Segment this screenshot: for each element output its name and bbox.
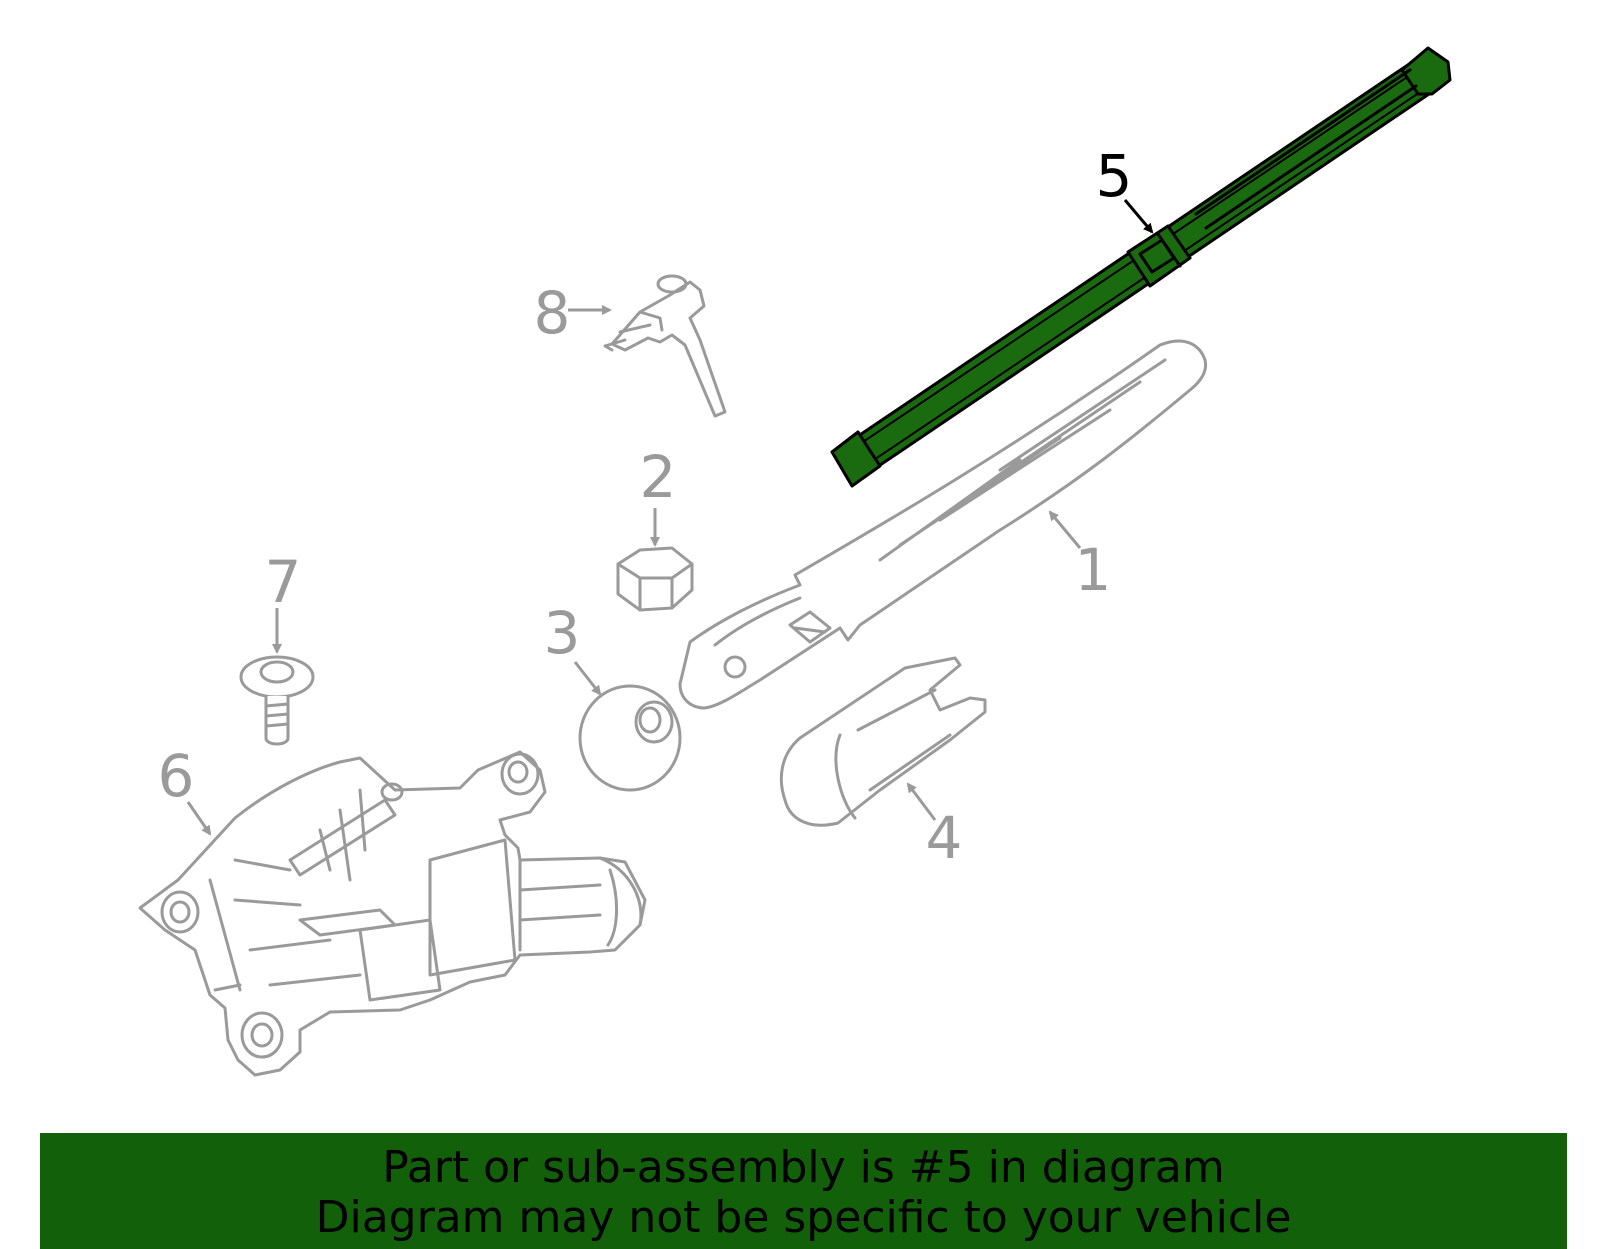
callout-6: 6 xyxy=(158,742,195,810)
callout-2: 2 xyxy=(640,443,677,511)
notice-banner: Part or sub-assembly is #5 in diagram Di… xyxy=(40,1133,1567,1249)
leader-4 xyxy=(906,782,937,821)
callout-5: 5 xyxy=(1096,142,1133,210)
leader-3 xyxy=(573,661,602,696)
bolt-part-7[interactable] xyxy=(239,655,315,746)
wiper-blade-part-5[interactable] xyxy=(830,46,1452,488)
callout-3: 3 xyxy=(544,599,581,667)
banner-line-1: Part or sub-assembly is #5 in diagram xyxy=(382,1142,1225,1193)
leader-5 xyxy=(1123,199,1154,234)
cover-part-4[interactable] xyxy=(779,656,987,827)
wiper-arm-part-1[interactable] xyxy=(678,339,1208,710)
callout-8: 8 xyxy=(534,279,571,347)
cap-part-3[interactable] xyxy=(578,684,682,792)
washer-nozzle-part-8[interactable] xyxy=(603,274,727,418)
callout-7: 7 xyxy=(265,548,302,616)
callout-4: 4 xyxy=(926,804,963,872)
banner-line-2: Diagram may not be specific to your vehi… xyxy=(315,1192,1292,1243)
callout-1: 1 xyxy=(1075,536,1112,604)
leader-6 xyxy=(186,801,212,836)
nut-part-2[interactable] xyxy=(616,546,694,612)
wiper-motor-part-6[interactable] xyxy=(138,750,647,1077)
leader-1 xyxy=(1048,510,1082,549)
